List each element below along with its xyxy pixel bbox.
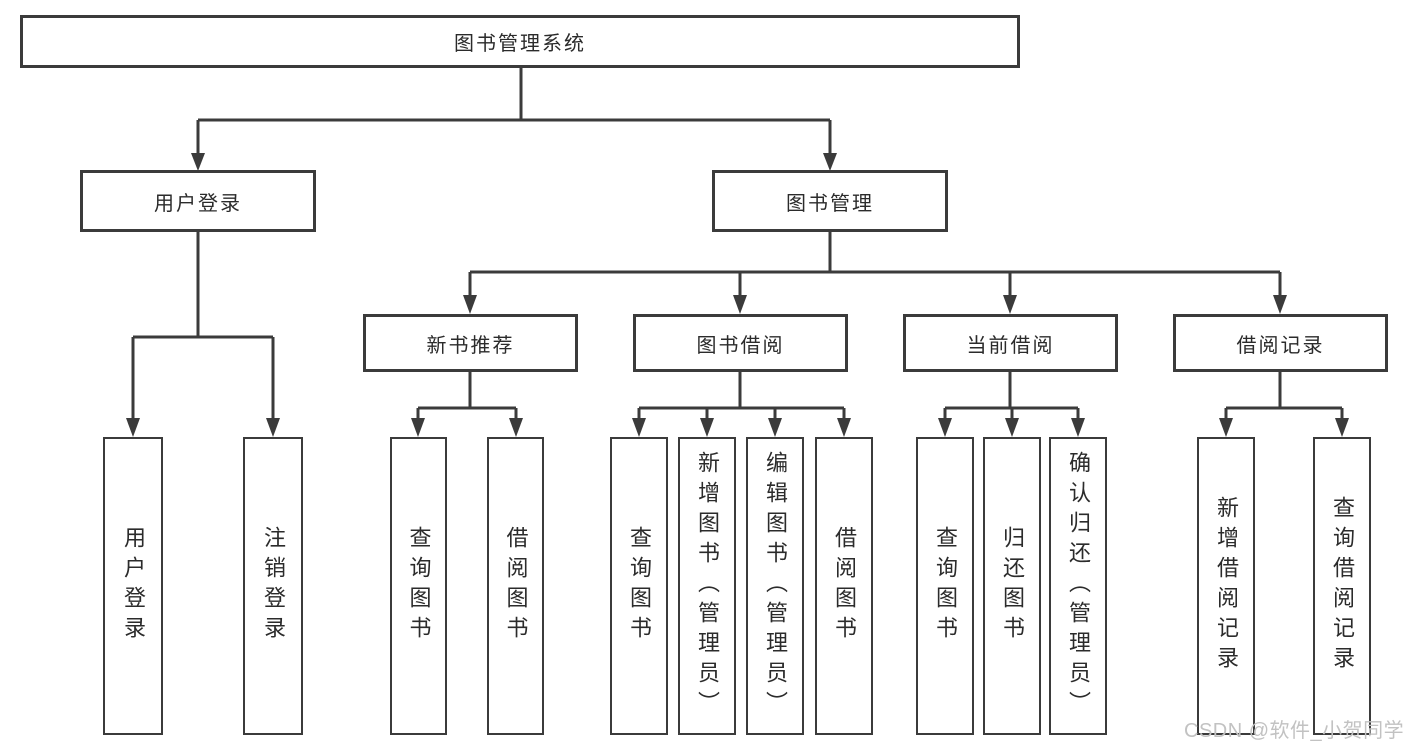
arrow-down-icon: [1273, 295, 1287, 314]
leaf-query-books: 查询图书: [390, 437, 447, 735]
leaf-edit-book-admin: 编辑图书（管理员）: [746, 437, 804, 735]
leaf-label: 归还图书: [1000, 526, 1025, 646]
arrow-down-icon: [632, 418, 646, 437]
leaf-borrow-books: 借阅图书: [815, 437, 873, 735]
arrow-down-icon: [1071, 418, 1085, 437]
leaf-query-borrow-record: 查询借阅记录: [1313, 437, 1371, 735]
node-label: 当前借阅: [966, 334, 1055, 357]
leaf-logout: 注销登录: [243, 437, 303, 735]
leaf-label: 查询图书: [933, 526, 958, 646]
leaf-label: 借阅图书: [503, 526, 529, 646]
node-label: 借阅记录: [1236, 334, 1325, 357]
arrow-down-icon: [509, 418, 523, 437]
leaf-confirm-return-admin: 确认归还（管理员）: [1049, 437, 1107, 735]
leaf-label: 查询图书: [406, 526, 432, 646]
arrow-down-icon: [463, 295, 477, 314]
node-label: 新书推荐: [426, 334, 515, 357]
node-current-borrowing: 当前借阅: [903, 314, 1118, 372]
arrow-down-icon: [938, 418, 952, 437]
leaf-label: 注销登录: [261, 526, 286, 646]
arrowhead-icons: [126, 153, 1349, 437]
node-book-management: 图书管理: [712, 170, 948, 232]
csdn-watermark: CSDN @软件_小贺同学: [1184, 720, 1405, 742]
node-label: 图书管理: [786, 192, 874, 215]
leaf-query-books: 查询图书: [916, 437, 974, 735]
arrow-down-icon: [823, 153, 837, 171]
node-book-borrowing: 图书借阅: [633, 314, 848, 372]
arrow-down-icon: [1005, 418, 1019, 437]
arrow-down-icon: [1219, 418, 1233, 437]
arrow-down-icon: [1335, 418, 1349, 437]
arrow-down-icon: [126, 418, 140, 437]
arrow-down-icon: [191, 153, 205, 171]
leaf-add-borrow-record: 新增借阅记录: [1197, 437, 1255, 735]
arrow-down-icon: [837, 418, 851, 437]
arrow-down-icon: [411, 418, 425, 437]
node-borrowing-records: 借阅记录: [1173, 314, 1388, 372]
leaf-label: 确认归还（管理员）: [1066, 451, 1091, 721]
node-label: 图书借阅: [696, 334, 785, 357]
leaf-label: 编辑图书（管理员）: [763, 451, 788, 721]
node-user-login: 用户登录: [80, 170, 316, 232]
leaf-label: 查询图书: [627, 526, 652, 646]
leaf-user-login: 用户登录: [103, 437, 163, 735]
node-new-book-recommend: 新书推荐: [363, 314, 578, 372]
node-label: 图书管理系统: [454, 33, 586, 55]
leaf-add-book-admin: 新增图书（管理员）: [678, 437, 736, 735]
arrow-down-icon: [700, 418, 714, 437]
leaf-query-books: 查询图书: [610, 437, 668, 735]
leaf-return-book: 归还图书: [983, 437, 1041, 735]
node-system-root: 图书管理系统: [20, 15, 1020, 68]
leaf-label: 新增借阅记录: [1214, 496, 1239, 676]
node-label: 用户登录: [154, 192, 242, 215]
arrow-down-icon: [768, 418, 782, 437]
leaf-label: 新增图书（管理员）: [695, 451, 720, 721]
arrow-down-icon: [266, 418, 280, 437]
leaf-label: 用户登录: [121, 526, 146, 646]
leaf-borrow-books: 借阅图书: [487, 437, 544, 735]
leaf-label: 借阅图书: [832, 526, 857, 646]
arrow-down-icon: [733, 295, 747, 314]
leaf-label: 查询借阅记录: [1330, 496, 1355, 676]
arrow-down-icon: [1003, 295, 1017, 314]
